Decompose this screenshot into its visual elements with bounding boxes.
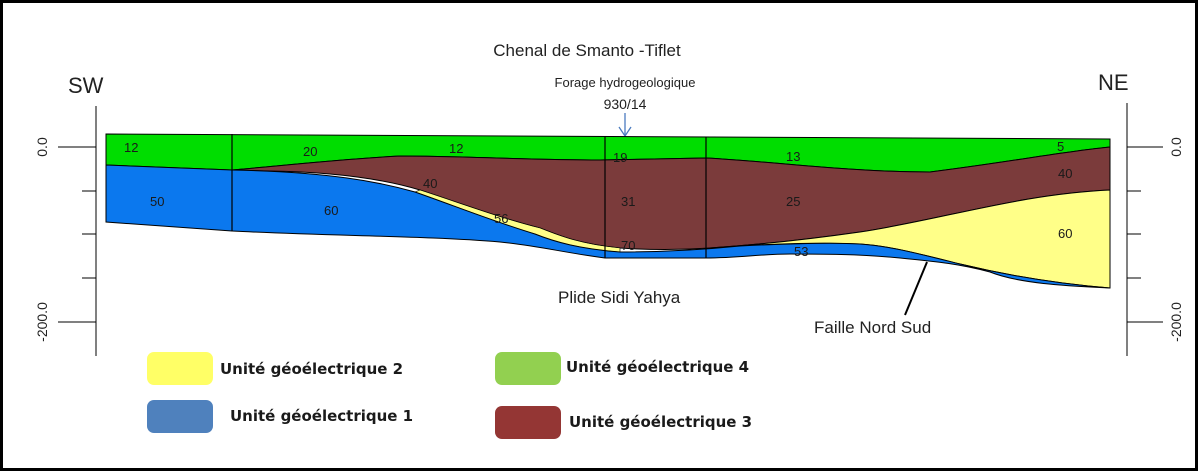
unit1-blue-base bbox=[105, 164, 1111, 289]
fault-line bbox=[904, 261, 928, 316]
left-axis-tick-minus200: -200.0 bbox=[34, 302, 50, 342]
resistivity-value: 13 bbox=[786, 149, 800, 164]
sw-direction-label: SW bbox=[68, 73, 104, 98]
section-title: Chenal de Smanto -Tiflet bbox=[493, 41, 681, 60]
resistivity-value: 25 bbox=[786, 194, 800, 209]
fault-label: Faille Nord Sud bbox=[814, 318, 931, 337]
legend-label-unit1: Unité géoélectrique 1 bbox=[230, 407, 413, 425]
right-depth-axis bbox=[1126, 103, 1163, 356]
legend-label-unit4: Unité géoélectrique 4 bbox=[566, 358, 749, 376]
legend-swatch-unit3 bbox=[495, 406, 561, 439]
plio-label: Plide Sidi Yahya bbox=[558, 288, 681, 307]
legend-label-unit2: Unité géoélectrique 2 bbox=[220, 360, 403, 378]
resistivity-value: 56 bbox=[494, 211, 508, 226]
right-axis-tick-minus200: -200.0 bbox=[1168, 302, 1184, 342]
resistivity-value: 60 bbox=[1058, 226, 1072, 241]
resistivity-value: 53 bbox=[794, 244, 808, 259]
resistivity-value: 31 bbox=[621, 194, 635, 209]
section-dividers bbox=[231, 134, 707, 258]
resistivity-value: 20 bbox=[303, 144, 317, 159]
legend: Unité géoélectrique 2 Unité géoélectriqu… bbox=[147, 352, 752, 439]
borehole-label: Forage hydrogeologique bbox=[555, 75, 696, 90]
right-axis-tick-0: 0.0 bbox=[1168, 137, 1184, 157]
resistivity-value: 40 bbox=[423, 176, 437, 191]
legend-swatch-unit4 bbox=[495, 352, 561, 385]
legend-swatch-unit1 bbox=[147, 400, 213, 433]
left-depth-axis bbox=[58, 106, 97, 356]
borehole-id: 930/14 bbox=[604, 96, 647, 112]
resistivity-value: 5 bbox=[1057, 139, 1064, 154]
legend-swatch-unit2 bbox=[147, 352, 213, 385]
resistivity-value: 12 bbox=[449, 141, 463, 156]
borehole-arrow bbox=[618, 113, 632, 138]
resistivity-value: 50 bbox=[150, 194, 164, 209]
ne-direction-label: NE bbox=[1098, 70, 1129, 95]
left-axis-tick-0: 0.0 bbox=[34, 137, 50, 157]
resistivity-value: 40 bbox=[1058, 166, 1072, 181]
resistivity-value: 19 bbox=[613, 150, 627, 165]
legend-label-unit3: Unité géoélectrique 3 bbox=[569, 413, 752, 431]
resistivity-value: 70 bbox=[621, 238, 635, 253]
resistivity-value: 60 bbox=[324, 203, 338, 218]
resistivity-value: 12 bbox=[124, 140, 138, 155]
